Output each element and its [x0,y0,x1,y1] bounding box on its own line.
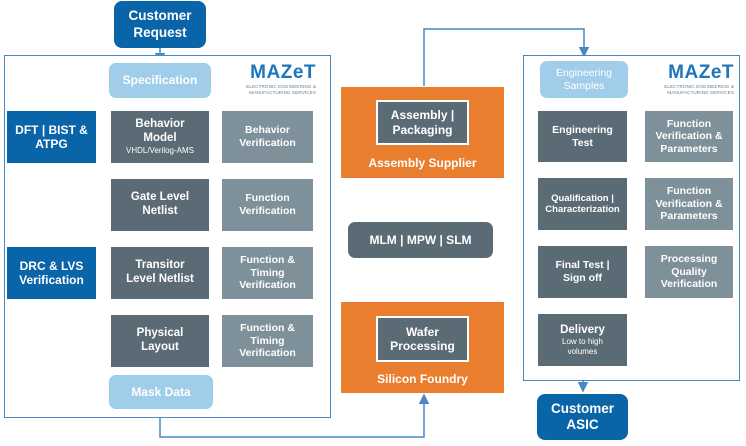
step-label: Qualification | [551,192,614,204]
function-parameters-verification-node-2: Function Verification & Parameters [645,178,733,230]
step-label: Test [572,136,593,149]
samples-label: Samples [563,79,605,92]
step-sublabel: Low to high [562,337,603,347]
assembly-label: Assembly | [390,108,455,123]
behavior-model-node: Behavior Model VHDL/Verilog-AMS [111,111,209,163]
processing-quality-verification-node: Processing Quality Verification [645,246,733,298]
function-timing-verification-node: Function & Timing Verification [222,247,313,299]
logo-subtitle: ELECTRONIC ENGINEERING & [664,84,734,89]
behavior-verification-node: Behavior Verification [222,111,313,163]
mlm-mpw-slm-node: MLM | MPW | SLM [348,222,493,258]
function-verification-node: Function Verification [222,179,313,231]
verification-label: Timing [250,334,285,347]
verification-label: Parameters [660,142,718,155]
step-label: Characterization [545,204,620,215]
engineering-samples-node: Engineering Samples [540,61,628,98]
step-label: Engineering [552,123,613,136]
verification-label: Verification [239,279,296,292]
step-sublabel: VHDL/Verilog-AMS [125,146,195,155]
customer-request-line2: Request [133,24,187,40]
external-label: DRC & LVS [19,258,84,273]
mask-data-node: Mask Data [109,375,213,409]
verification-label: Verification & [655,130,723,143]
verification-label: Verification [239,205,296,217]
transistor-level-netlist-node: Transitor Level Netlist [111,247,209,299]
qualification-node: Qualification | Characterization [538,178,627,230]
external-label: ATPG [35,137,68,151]
verification-label: Function & [240,254,295,267]
assembly-supplier-caption: Assembly Supplier [368,156,477,170]
gate-level-netlist-node: Gate Level Netlist [111,179,209,231]
logo-subtitle: ELECTRONIC ENGINEERING & [246,84,316,89]
step-label: Level Netlist [126,273,194,285]
customer-asic-line1: Customer [550,400,614,416]
verification-label: Verification [239,137,296,149]
step-label: Gate Level [130,191,190,204]
wafer-processing-node: Wafer Processing [376,316,469,362]
step-sublabel: volumes [567,346,598,356]
assembly-label: Packaging [392,122,453,137]
verification-label: Verification [660,278,718,291]
step-label: Final Test | [555,259,610,272]
assembly-supplier-block: Assembly | Packaging Assembly Supplier [341,87,504,178]
mask-data-label: Mask Data [131,384,191,399]
step-label: Delivery [560,323,605,336]
verification-label: Timing [250,266,285,279]
mazet-logo: MAZeT [250,62,316,83]
customer-asic-node: Customer ASIC [537,394,628,440]
specification-label: Specification [122,73,198,88]
verification-label: Verification & [655,197,723,210]
layout-timing-verification-node: Function & Timing Verification [222,315,313,367]
verification-label: Behavior [245,124,290,137]
dft-bist-atpg-node: DFT | BIST & ATPG [7,111,96,163]
customer-request-node: Customer Request [114,1,206,48]
physical-layout-node: Physical Layout [111,315,209,367]
right-logo: MAZeT ELECTRONIC ENGINEERING & MANUFACTU… [654,62,734,95]
silicon-foundry-block: Wafer Processing Silicon Foundry [341,302,504,393]
verification-label: Processing [660,253,718,266]
function-parameters-verification-node-1: Function Verification & Parameters [645,111,733,162]
final-test-node: Final Test | Sign off [538,246,627,298]
foundry-label: Processing [390,339,455,353]
step-label: Physical [136,327,184,340]
logo-subtitle: MANUFACTURING SERVICES [667,89,734,95]
verification-label: Quality [671,265,707,278]
assembly-packaging-node: Assembly | Packaging [376,100,469,145]
foundry-label: Wafer [406,324,439,339]
step-label: Behavior [135,118,185,131]
specification-node: Specification [109,63,211,98]
left-logo: MAZeT ELECTRONIC ENGINEERING & MANUFACTU… [236,62,316,95]
verification-label: Function [245,192,290,205]
step-label: Layout [141,341,179,353]
verification-label: Parameters [660,210,718,223]
verification-label: Function [666,185,712,198]
logo-subtitle: MANUFACTURING SERVICES [249,89,316,95]
step-label: Netlist [142,205,178,217]
verification-label: Verification [239,347,296,360]
external-label: Verification [19,273,84,287]
engineering-test-node: Engineering Test [538,111,627,162]
samples-label: Engineering [555,66,613,79]
mlm-label: MLM | MPW | SLM [369,232,472,247]
customer-request-line1: Customer [128,8,192,24]
customer-asic-line2: ASIC [566,417,599,432]
delivery-node: Delivery Low to high volumes [538,314,627,366]
step-label: Transitor [135,259,185,272]
step-label: Model [143,132,177,145]
step-label: Sign off [562,272,603,284]
mazet-logo: MAZeT [668,62,734,83]
verification-label: Function & [240,322,295,335]
drc-lvs-verification-node: DRC & LVS Verification [7,247,96,299]
silicon-foundry-caption: Silicon Foundry [377,372,468,386]
external-label: DFT | BIST & [15,122,88,137]
verification-label: Function [666,117,712,130]
